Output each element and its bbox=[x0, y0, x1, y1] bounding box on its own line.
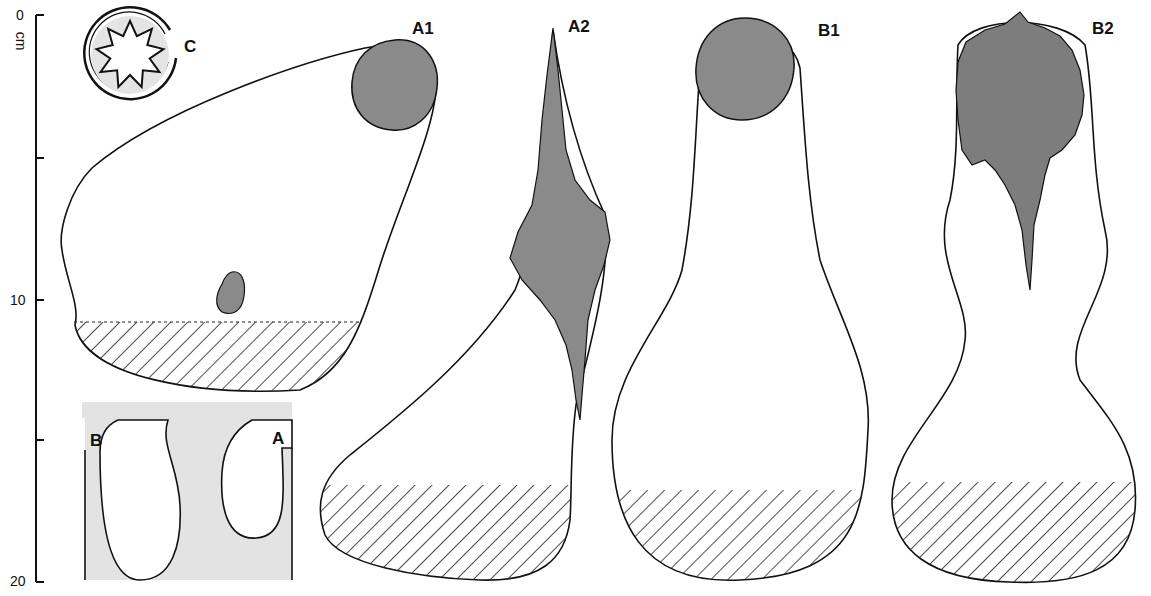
specimen-outline bbox=[600, 18, 880, 596]
axis-unit: cm bbox=[14, 32, 28, 51]
figure-label: A bbox=[272, 430, 284, 447]
inset-section bbox=[82, 402, 292, 580]
axis-tick-label: 0 bbox=[16, 8, 24, 22]
specimen-outline bbox=[880, 12, 1150, 596]
specimen-outline bbox=[0, 40, 500, 422]
lumen-star bbox=[97, 21, 164, 87]
figure-label: B1 bbox=[818, 22, 840, 39]
figure-label: B bbox=[90, 432, 102, 449]
figure-label: B2 bbox=[1092, 20, 1114, 37]
figure-label: A2 bbox=[568, 18, 590, 35]
scale-bar bbox=[36, 15, 44, 582]
cross-section bbox=[84, 7, 176, 99]
specimen-outline bbox=[300, 28, 620, 596]
axis-tick-label: 20 bbox=[10, 574, 26, 588]
axis-tick-label: 10 bbox=[10, 293, 26, 307]
figure-label: C bbox=[184, 38, 196, 55]
figure-label: A1 bbox=[412, 20, 434, 37]
